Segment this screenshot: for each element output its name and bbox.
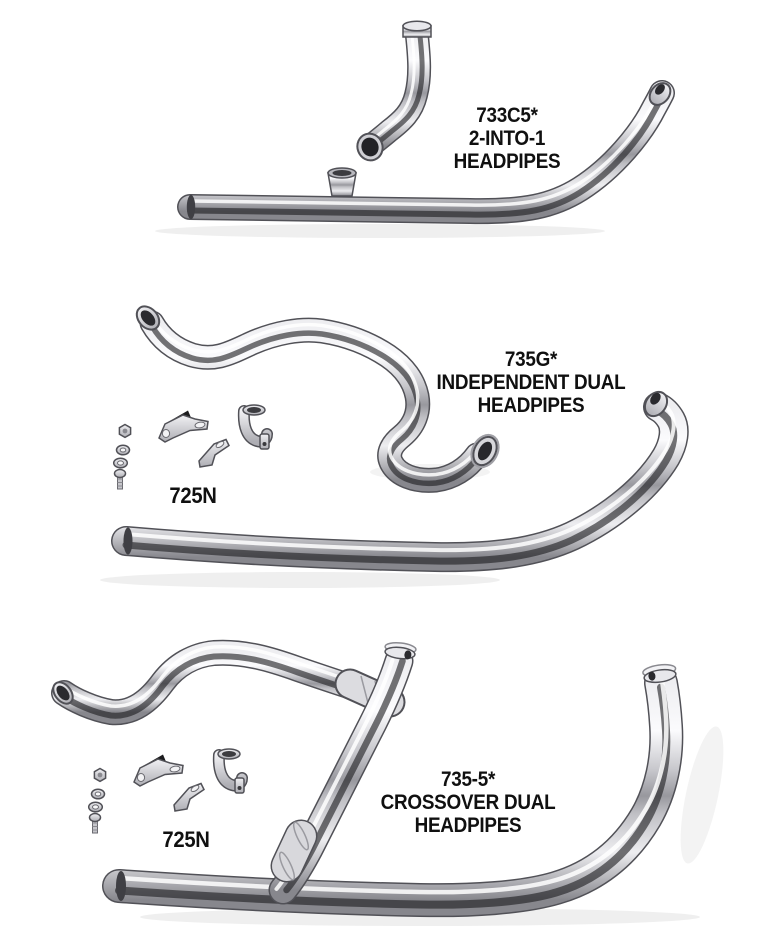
pipe-open-end <box>52 681 74 705</box>
product-name-line: 2-INTO-1 <box>468 127 546 150</box>
serpentine-front-headpipe <box>135 305 500 483</box>
hardware-kit-725n-middle <box>114 405 269 489</box>
pipe-open-end <box>186 195 196 219</box>
rear-headpipe <box>123 390 674 561</box>
flange-collar <box>642 663 677 684</box>
pipe-open-end <box>123 527 133 555</box>
product-name-line: HEADPIPES <box>453 150 561 173</box>
part-number: 733C5* <box>476 104 538 127</box>
pipe-open-end <box>356 132 384 162</box>
collector-inlet-stub <box>327 167 357 197</box>
pipe-open-end <box>135 305 161 331</box>
flange-collar <box>384 642 417 660</box>
hardware-kit-label-middle: 725N <box>169 483 217 508</box>
pipe-open-end <box>116 871 126 901</box>
headpipes-735g-photo <box>123 305 674 561</box>
product-label-735-5: 735-5* CROSSOVER DUAL HEADPIPES <box>381 768 556 837</box>
product-name-line: HEADPIPES <box>477 394 585 417</box>
product-label-733c5: 733C5* 2-INTO-1 HEADPIPES <box>454 104 561 173</box>
hardware-kit-725n-bottom <box>89 749 244 833</box>
product-label-735g: 735G* INDEPENDENT DUAL HEADPIPES <box>437 348 626 417</box>
flange-end <box>648 82 672 106</box>
exhaust-port-collar <box>402 20 432 38</box>
hardware-kit-label-bottom: 725N <box>162 827 210 852</box>
product-name-line: INDEPENDENT DUAL <box>436 371 626 394</box>
flared-outlet-end <box>470 433 500 469</box>
main-headpipe <box>187 87 662 219</box>
slip-joint-sleeve <box>270 819 318 883</box>
part-number: 735G* <box>504 348 558 371</box>
front-headpipe <box>356 20 432 162</box>
flange-end <box>643 390 669 418</box>
front-crossover-headpipe <box>49 647 392 716</box>
headpipes-733c5-photo <box>187 20 675 219</box>
product-name-line: CROSSOVER DUAL <box>380 791 556 814</box>
product-name-line: HEADPIPES <box>414 814 522 837</box>
front-down-pipe <box>270 642 417 890</box>
rear-crossover-headpipe <box>116 675 666 905</box>
headpipes-735-5-photo <box>49 641 677 904</box>
part-number: 735-5* <box>440 768 496 791</box>
